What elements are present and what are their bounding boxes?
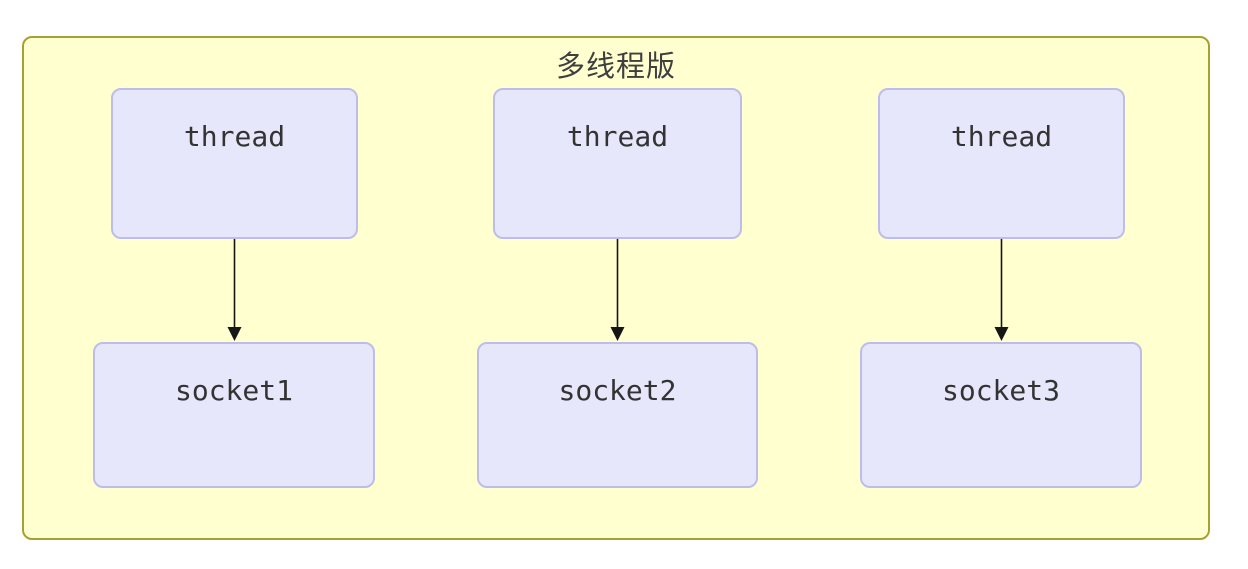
node-socket-1: socket1 <box>93 342 375 488</box>
node-label-thread-3: thread <box>950 120 1053 153</box>
node-thread-1: thread <box>111 88 358 239</box>
cluster-title: 多线程版 <box>555 49 676 83</box>
node-label-socket-1: socket1 <box>174 374 293 407</box>
node-label-thread-2: thread <box>566 120 669 153</box>
node-thread-3: thread <box>878 88 1125 239</box>
node-label-socket-2: socket2 <box>558 374 677 407</box>
node-socket-2: socket2 <box>477 342 758 488</box>
node-label-thread-1: thread <box>183 120 286 153</box>
node-socket-3: socket3 <box>860 342 1142 488</box>
node-thread-2: thread <box>493 88 742 239</box>
node-label-socket-3: socket3 <box>941 374 1060 407</box>
